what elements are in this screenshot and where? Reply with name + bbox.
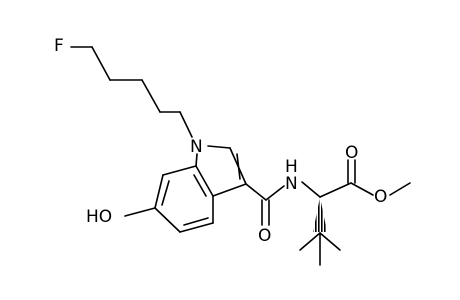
bond-c7-c6-inner (161, 180, 170, 206)
atom-hydrogen-amide: H (285, 157, 298, 177)
amide-group (245, 183, 285, 226)
bond-c3a-c7a-inner (193, 174, 207, 197)
bond-c3-c4 (141, 79, 161, 113)
bond-c7a-c7 (162, 165, 197, 176)
bond-c5-n (179, 111, 193, 138)
ester-side (299, 159, 411, 266)
bond-quat-me1 (299, 232, 321, 251)
bond-c7a-n (195, 153, 198, 167)
bond-c6-oh (124, 207, 156, 217)
pyrrole-ring (195, 145, 247, 197)
bond-c7-c6 (154, 174, 164, 209)
bond-c2-c3-inner (236, 153, 241, 180)
bond-carbonyl-n (265, 185, 285, 201)
bond-n-alpha (301, 181, 321, 198)
bond-n-c2 (207, 145, 231, 149)
bond-c3-c3a (212, 183, 247, 197)
atom-oxygen-ester: O (374, 187, 387, 207)
benzene-ring (154, 165, 214, 233)
atom-nitrogen-ring: N (190, 137, 203, 157)
atom-hydroxy: HO (86, 207, 112, 227)
hashed-wedge-bond (313, 197, 327, 232)
bond-oester-methyl (389, 182, 411, 196)
fluoropentyl-chain (70, 46, 193, 138)
bond-c3a-c7a (195, 165, 214, 197)
bond-c5-c4 (179, 222, 214, 233)
atom-fluorine: F (54, 36, 64, 56)
bond-c6-c5 (154, 207, 181, 233)
bond-c5-c4-inner (183, 217, 209, 226)
bond-quat-me2 (319, 232, 341, 251)
atom-oxygen-amide-carbonyl: O (258, 226, 271, 246)
bond-alpha-carbonyl (319, 182, 352, 198)
bond-c3-carbonyl (245, 183, 267, 201)
atom-nitrogen-amide: N (285, 174, 298, 194)
atom-oxygen-ester-carbonyl: O (345, 143, 358, 163)
bond-c1-c2 (91, 46, 111, 81)
bond-carbonyl-oester (350, 182, 374, 196)
